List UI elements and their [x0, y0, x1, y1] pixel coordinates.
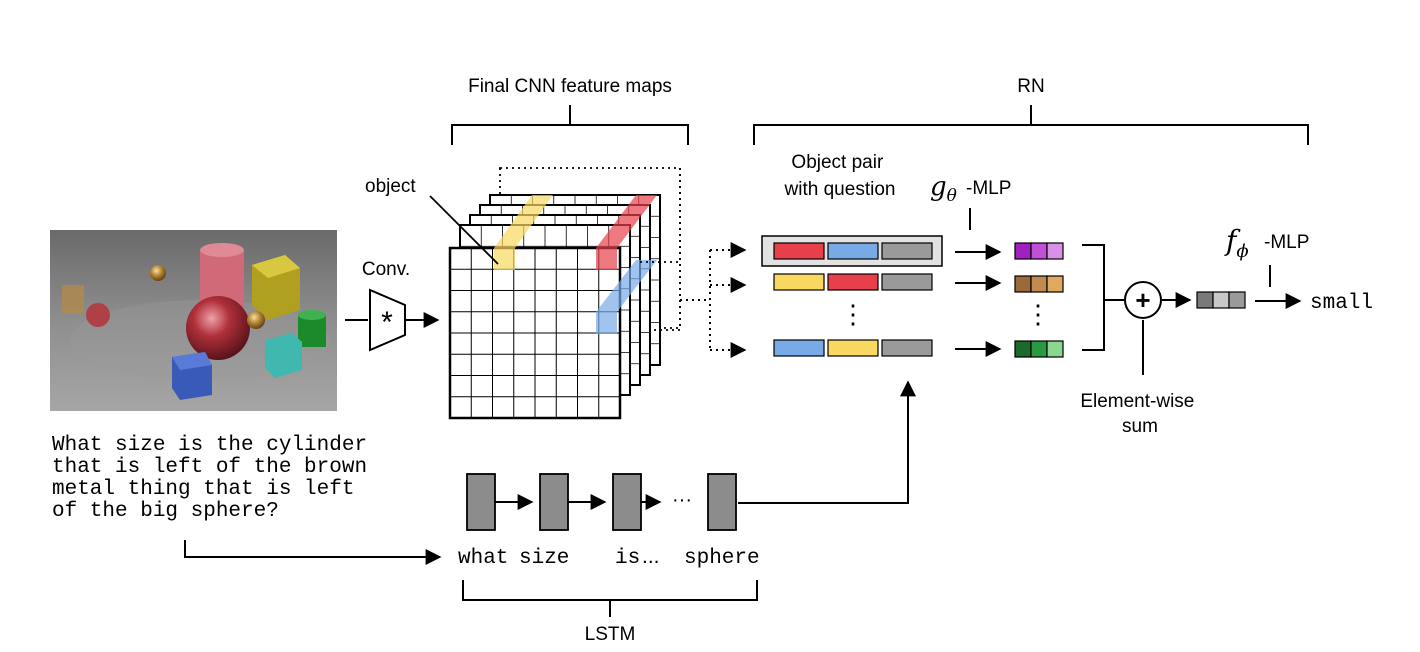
scene-object: [150, 265, 166, 281]
lstm-ellipsis: ···: [672, 489, 692, 511]
scene-image: [50, 230, 337, 411]
lstm-cell: [466, 473, 496, 531]
lstm-cell: [539, 473, 569, 531]
g-outputs-vdots: ⋮: [1025, 299, 1051, 329]
summed-vector-cell: [1212, 291, 1230, 309]
question-line: that is left of the brown: [52, 456, 367, 479]
output-answer: small: [1310, 292, 1373, 315]
object-pair-title: Object pair with question: [784, 152, 896, 200]
token-label: is: [615, 547, 640, 570]
lstm-to-rn-arrow: [738, 380, 916, 504]
pair-rows: [773, 242, 933, 357]
scene-object: [265, 333, 302, 378]
summed-vector-cell: [1228, 291, 1246, 309]
pair-vector-segment: [827, 339, 879, 357]
object-vector-red: [596, 248, 617, 270]
elementwise-sum-node: +: [1124, 281, 1162, 319]
question-text: What size is the cylinder that is left o…: [52, 434, 380, 523]
pair-vector-segment: [827, 242, 879, 260]
mlp-output-cell: [1030, 242, 1048, 260]
cnn-bracket-label: Final CNN feature maps: [468, 76, 672, 97]
svg-text:gθ: gθ: [930, 172, 957, 206]
mlp-output-cell: [1046, 242, 1064, 260]
pair-vector-segment: [773, 242, 825, 260]
token-label: sphere: [684, 547, 760, 570]
pair-vector-segment: [881, 339, 933, 357]
mlp-output-cell: [1030, 340, 1048, 358]
mlp-output-cell: [1030, 275, 1048, 293]
conv-symbol: *: [381, 306, 393, 339]
g-mlp-suffix: -MLP: [966, 178, 1011, 199]
token-row: what size is... sphere: [458, 545, 760, 570]
object-vector-yellow: [494, 195, 553, 248]
g-subscript: θ: [947, 186, 957, 206]
scene-object: [62, 285, 84, 313]
f-mlp-suffix: -MLP: [1264, 232, 1309, 253]
object-vector-blue: [596, 260, 657, 312]
f-phi-label: fϕ -MLP: [1224, 224, 1309, 287]
lstm-cell: [707, 473, 737, 531]
scene-object: [247, 311, 265, 329]
scene-object: [86, 303, 110, 327]
object-pair-line: Object pair: [791, 152, 884, 173]
summed-vector-cell: [1196, 291, 1214, 309]
rn-bracket: RN: [753, 76, 1309, 145]
lstm-chain: [466, 473, 737, 531]
mlp-output-cell: [1014, 275, 1032, 293]
feature-map-stack: [448, 167, 681, 420]
token-label: size: [519, 547, 569, 570]
pair-rows-vdots: ⋮: [840, 299, 866, 329]
scene-object: [298, 310, 326, 320]
rn-bracket-label: RN: [1017, 76, 1044, 97]
object-vector-blue: [596, 312, 617, 334]
summed-vector: [1196, 291, 1246, 309]
cnn-bracket: Final CNN feature maps: [451, 76, 689, 145]
sum-bracket: [1082, 244, 1124, 351]
mlp-output-cell: [1046, 340, 1064, 358]
g-symbol: g: [930, 172, 947, 202]
scene-object: [252, 255, 300, 278]
scene-object: [186, 296, 250, 360]
conv-label: Conv.: [362, 259, 410, 280]
lstm-label: LSTM: [585, 624, 636, 645]
elementwise-line: sum: [1122, 416, 1158, 437]
pair-vector-segment: [773, 339, 825, 357]
token-label: ...: [642, 545, 660, 568]
object-pointer: [429, 195, 499, 265]
lstm-bracket: LSTM: [462, 580, 758, 645]
mlp-output-cell: [1014, 242, 1032, 260]
question-line: of the big sphere?: [52, 500, 279, 523]
elementwise-line: Element-wise: [1080, 391, 1194, 412]
pair-vector-segment: [827, 273, 879, 291]
conv-block: * Conv.: [362, 259, 410, 352]
dotted-connectors: [680, 242, 747, 358]
pair-vector-segment: [881, 273, 933, 291]
f-subscript: ϕ: [1236, 241, 1248, 262]
scene-object: [200, 243, 244, 257]
g-outputs: [1014, 242, 1064, 358]
plus-symbol: +: [1135, 285, 1150, 315]
object-label: object: [365, 176, 416, 197]
pair-vector-segment: [881, 242, 933, 260]
object-pair-line: with question: [784, 179, 896, 200]
g-theta-label: gθ -MLP: [930, 172, 1011, 230]
question-line: What size is the cylinder: [52, 434, 367, 457]
g-arrows: [955, 244, 1002, 357]
lstm-cell: [612, 473, 642, 531]
object-vector-yellow: [494, 248, 515, 270]
elementwise-label: Element-wise sum: [1080, 391, 1199, 437]
scene-object: [172, 352, 212, 370]
question-to-lstm-arrow: [184, 540, 442, 565]
question-line: metal thing that is left: [52, 478, 354, 501]
pair-vector-segment: [773, 273, 825, 291]
scene-object: [298, 315, 326, 347]
token-label: what: [458, 547, 508, 570]
mlp-output-cell: [1014, 340, 1032, 358]
svg-text:fϕ: fϕ: [1224, 224, 1249, 262]
object-vector-red: [596, 195, 657, 248]
mlp-output-cell: [1046, 275, 1064, 293]
